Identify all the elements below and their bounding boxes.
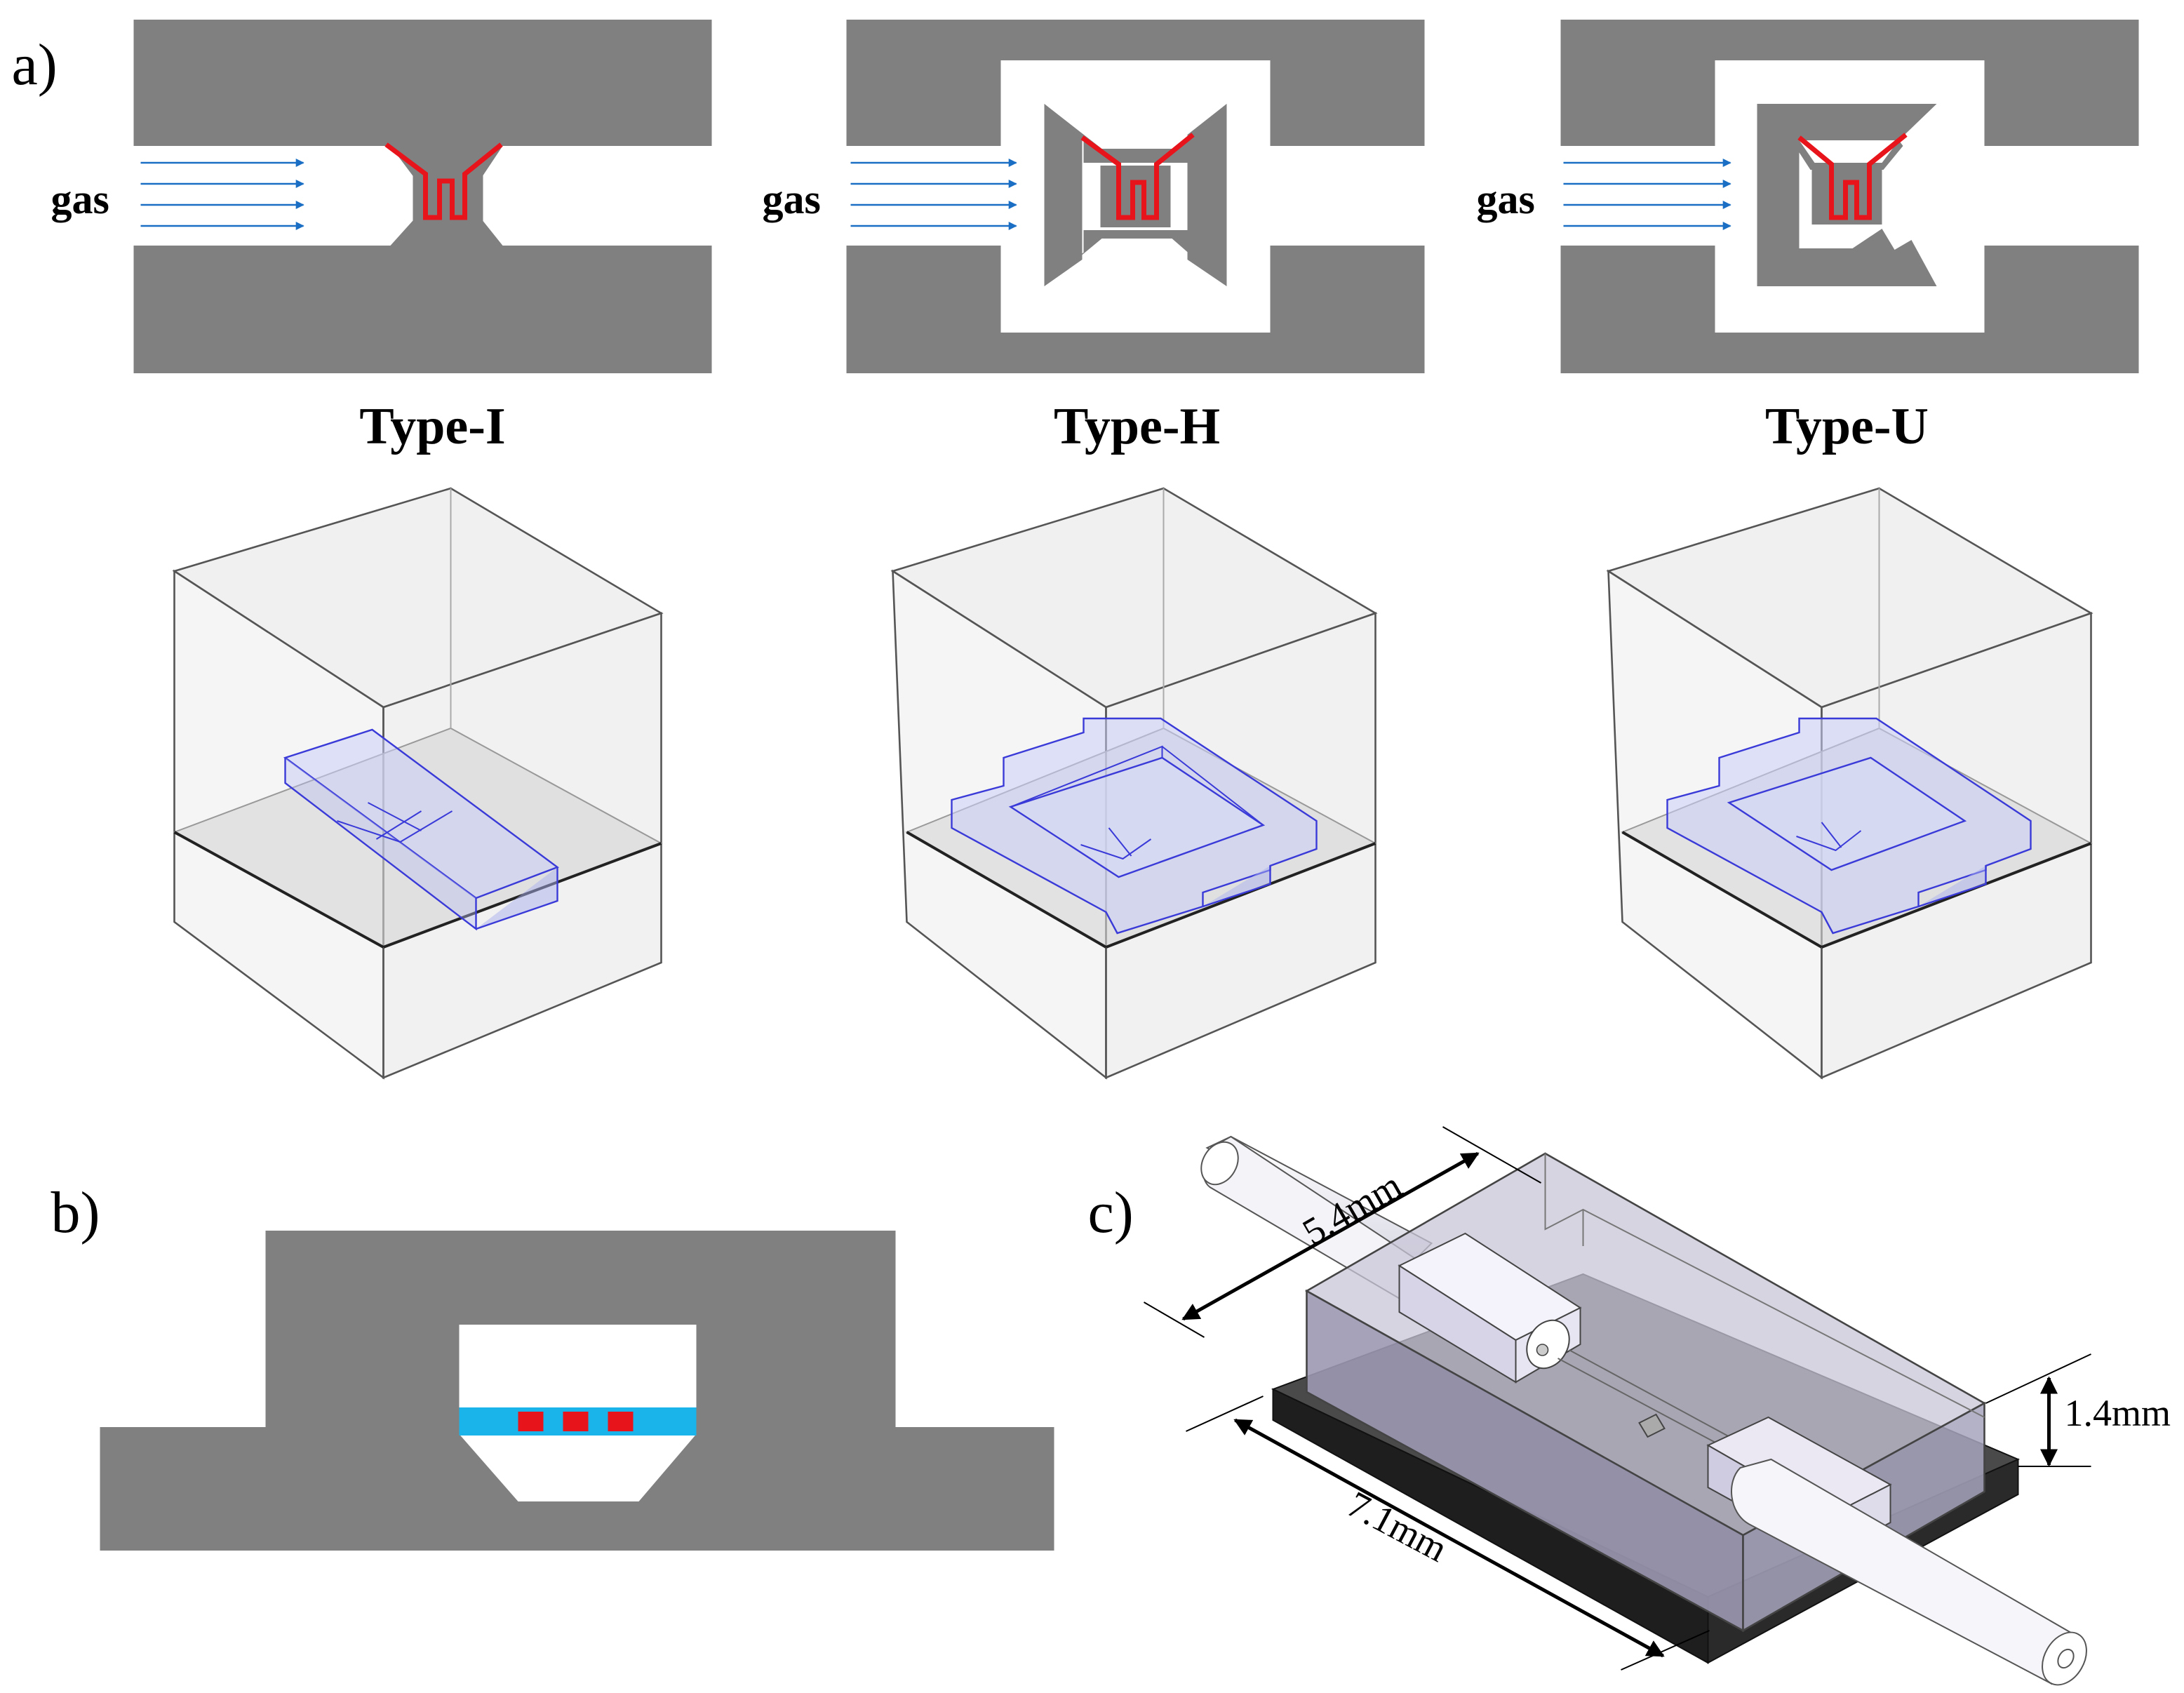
channel-mesh: [283, 728, 559, 931]
gas-label: gas: [763, 176, 821, 222]
gas-label: gas: [51, 176, 109, 222]
type-u-top-view: gas Type-U: [1477, 20, 2139, 455]
membrane-right: [1187, 104, 1227, 286]
dimension-label-height: 1.4mm: [2065, 1392, 2171, 1434]
channel-mesh: [951, 717, 1318, 935]
membrane: [1100, 166, 1171, 227]
upper-substrate: [133, 20, 712, 146]
gas-flow-arrows: [140, 159, 304, 230]
lower-substrate: [133, 246, 712, 373]
support-beam-top: [1044, 104, 1227, 163]
support-beam-bottom: [1044, 230, 1227, 286]
type-h-top-view: gas Type-H: [763, 20, 1425, 455]
heater-element: [563, 1412, 589, 1431]
membrane-left: [1044, 104, 1083, 286]
heater-element: [608, 1412, 634, 1431]
lower-substrate: [846, 246, 1425, 373]
type-i-top-view: gas Type-I: [51, 20, 712, 455]
support-beam-top: [1795, 140, 1903, 170]
panel-label-c: c): [1088, 1180, 1134, 1245]
cross-section: [100, 1231, 1054, 1551]
heater: [1797, 133, 1908, 220]
packaged-sensor: 5.4mm 7.1mm 1.4mm: [1143, 1126, 2171, 1686]
type-label-u: Type-U: [1765, 398, 1929, 455]
panel-label-a: a): [12, 32, 58, 98]
channel-mesh: [1666, 717, 2032, 935]
lower-substrate: [1560, 246, 2139, 373]
membrane-frame: [1757, 104, 1937, 286]
type-u-3d-domain: [1606, 487, 2093, 1080]
upper-substrate: [846, 20, 1425, 146]
gas-flow-arrows: [1563, 159, 1731, 230]
gas-label: gas: [1477, 176, 1535, 222]
outlet-tube: [1731, 1458, 2087, 1686]
heater-element: [518, 1412, 544, 1431]
upper-substrate: [1560, 20, 2139, 146]
type-label-i: Type-I: [359, 398, 505, 455]
heater: [1080, 133, 1195, 220]
heater: [384, 142, 503, 220]
type-label-h: Type-H: [1054, 398, 1220, 455]
gas-flow-arrows: [850, 159, 1017, 230]
panel-label-b: b): [51, 1180, 100, 1245]
type-i-3d-domain: [172, 487, 664, 1080]
type-h-3d-domain: [890, 487, 1378, 1080]
dimension-height: 1.4mm: [1985, 1353, 2171, 1467]
